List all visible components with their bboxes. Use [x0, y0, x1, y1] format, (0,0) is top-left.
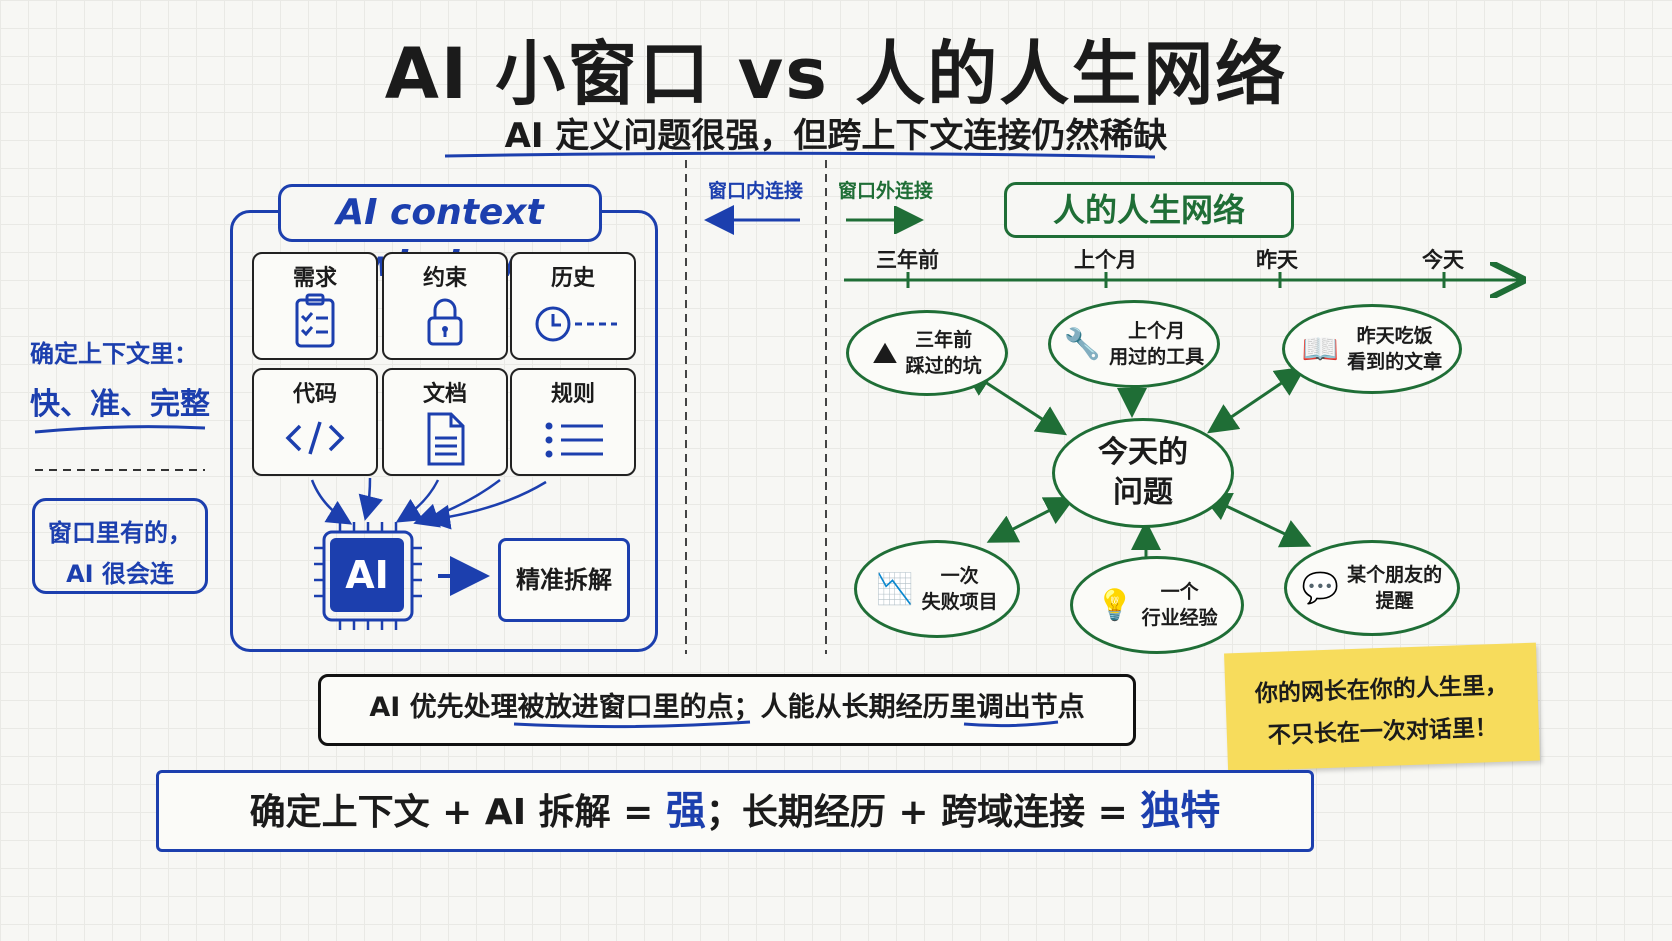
- ai-window-title: AI context window: [278, 184, 602, 285]
- sticky-line2: 不只长在一次对话里！: [1267, 714, 1499, 749]
- timeline-tick-label: 上个月: [1074, 248, 1137, 272]
- formula-strong: 强: [665, 788, 706, 834]
- timeline-tick-label: 昨天: [1256, 248, 1298, 272]
- node-line1: 上个月: [1128, 320, 1186, 342]
- tile-docs: 文档: [382, 368, 508, 476]
- life-network-title: 人的人生网络: [1004, 182, 1294, 238]
- sticky-note: 你的网长在你的人生里， 不只长在一次对话里！: [1224, 642, 1540, 772]
- tile-requirements: 需求: [252, 252, 378, 360]
- window-divider: [685, 160, 827, 654]
- page-subtitle: AI 定义问题很强，但跨上下文连接仍然稀缺: [504, 116, 1168, 156]
- network-node: 📖 昨天吃饭看到的文章: [1282, 304, 1462, 394]
- tile-label: 约束: [422, 266, 467, 291]
- tile-rules: 规则: [510, 368, 636, 476]
- bottom-note: AI 优先处理被放进窗口里的点；人能从长期经历里调出节点: [318, 674, 1136, 746]
- formula-part2: ；长期经历 + 跨域连接 =: [705, 792, 1141, 833]
- code-brackets-icon: [285, 421, 345, 455]
- node-line1: 一个: [1160, 581, 1199, 603]
- bullet-list-icon: [545, 422, 603, 458]
- ai-chip: AI: [330, 538, 404, 612]
- clock-history-icon: [535, 306, 617, 342]
- tile-code: 代码: [252, 368, 378, 476]
- formula-unique: 独特: [1140, 788, 1221, 834]
- center-line2: 问题: [1113, 475, 1173, 510]
- left-note-decor: [34, 425, 206, 471]
- tile-constraints: 约束: [382, 252, 508, 360]
- node-line2: 用过的工具: [1109, 346, 1205, 368]
- center-line1: 今天的: [1098, 435, 1188, 470]
- left-note-box-line1: 窗口里有的，: [48, 519, 192, 547]
- network-node: ⛰ 三年前踩过的坑: [846, 310, 1008, 396]
- timeline-tick-label: 今天: [1422, 248, 1464, 272]
- network-node: 💬 某个朋友的提醒: [1284, 540, 1460, 636]
- wrench-icon: 🔧: [1063, 326, 1102, 362]
- network-center-node: 今天的 问题: [1052, 418, 1234, 528]
- network-node: 💡 一个行业经验: [1070, 556, 1244, 654]
- page-title: AI 小窗口 vs 人的人生网络: [384, 33, 1288, 115]
- precise-breakdown-box: 精准拆解: [498, 538, 630, 622]
- left-note-line1: 确定上下文里：: [30, 340, 198, 368]
- tile-label: 代码: [292, 382, 337, 407]
- node-line2: 看到的文章: [1347, 351, 1443, 373]
- tile-label: 规则: [550, 382, 595, 407]
- left-note: 确定上下文里： 快、准、完整: [30, 334, 220, 423]
- flag-mountain-icon: ⛰: [872, 335, 898, 371]
- outside-arrow: [846, 206, 924, 234]
- sticky-line1: 你的网长在你的人生里，: [1254, 672, 1509, 708]
- node-line1: 昨天吃饭: [1356, 325, 1433, 347]
- timeline-axis: [844, 262, 1530, 302]
- failed-chart-icon: 📉: [876, 571, 914, 607]
- clipboard-checklist-icon: [295, 293, 335, 348]
- tile-label: 需求: [292, 266, 337, 291]
- node-line2: 失败项目: [921, 591, 998, 613]
- network-node: 🔧 上个月用过的工具: [1048, 300, 1220, 388]
- speech-bubble-icon: 💬: [1301, 570, 1340, 606]
- node-line2: 行业经验: [1141, 607, 1218, 629]
- document-icon: [427, 412, 465, 466]
- tile-label: 文档: [422, 382, 467, 407]
- tile-history: 历史: [510, 252, 636, 360]
- left-note-line2: 快、准、完整: [30, 387, 210, 422]
- tile-label: 历史: [550, 266, 595, 291]
- open-book-icon: 📖: [1301, 331, 1340, 367]
- node-line1: 一次: [940, 565, 979, 587]
- network-node: 📉 一次失败项目: [854, 540, 1020, 638]
- node-line1: 某个朋友的: [1347, 564, 1443, 586]
- node-line1: 三年前: [915, 329, 973, 351]
- left-note-box: 窗口里有的， AI 很会连: [32, 498, 208, 594]
- timeline-tick-label: 三年前: [876, 248, 939, 272]
- formula-part1: 确定上下文 + AI 拆解 =: [249, 792, 666, 833]
- subtitle-underline: [444, 151, 1156, 159]
- lightbulb-icon: 💡: [1096, 587, 1134, 623]
- outside-window-label: 窗口外连接: [838, 180, 934, 202]
- left-note-box-line2: AI 很会连: [66, 560, 174, 588]
- node-line2: 提醒: [1375, 590, 1414, 612]
- padlock-icon: [427, 298, 463, 346]
- ai-window-flow: [310, 477, 547, 630]
- node-line2: 踩过的坑: [905, 355, 982, 377]
- bottom-note-underlines: [513, 720, 1059, 729]
- inside-window-label: 窗口内连接: [708, 180, 804, 202]
- formula-box: 确定上下文 + AI 拆解 = 强；长期经历 + 跨域连接 = 独特: [156, 770, 1314, 852]
